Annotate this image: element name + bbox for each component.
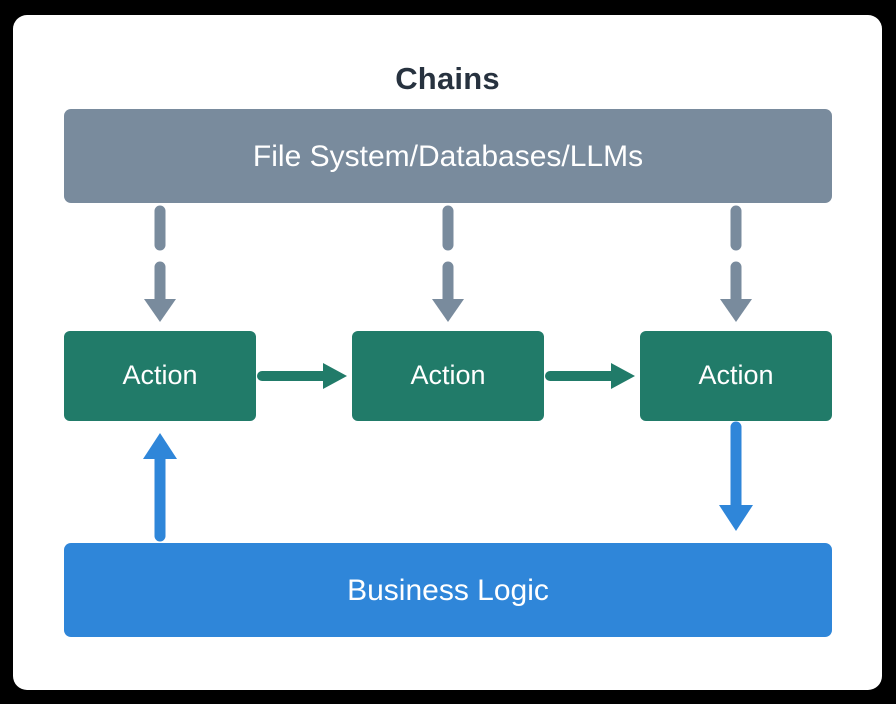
- arrow-action-3-to-logic-icon: [719, 421, 753, 531]
- arrow-resource-to-action-3-icon: [720, 205, 752, 322]
- arrow-resource-to-action-1-icon: [144, 205, 176, 322]
- node-resource-label: File System/Databases/LLMs: [252, 139, 644, 173]
- arrow-resource-to-action-2-icon: [432, 205, 464, 322]
- diagram-title: Chains: [395, 61, 500, 96]
- arrow-action-2-to-action-3-icon: [545, 363, 635, 389]
- node-business-logic-bar[interactable]: Business Logic: [64, 543, 832, 637]
- node-resource-bar[interactable]: File System/Databases/LLMs: [64, 109, 832, 203]
- diagram-card: Chains File System/Databases/LLMs Action…: [13, 15, 882, 690]
- node-action-1-label: Action: [122, 360, 198, 391]
- arrow-action-1-to-action-2-icon: [257, 363, 347, 389]
- arrow-logic-to-action-1-icon: [143, 433, 177, 542]
- node-action-2[interactable]: Action: [352, 331, 544, 421]
- node-action-3-label: Action: [698, 360, 774, 391]
- node-action-3[interactable]: Action: [640, 331, 832, 421]
- node-action-2-label: Action: [410, 360, 486, 391]
- node-business-logic-label: Business Logic: [347, 573, 549, 607]
- node-action-1[interactable]: Action: [64, 331, 256, 421]
